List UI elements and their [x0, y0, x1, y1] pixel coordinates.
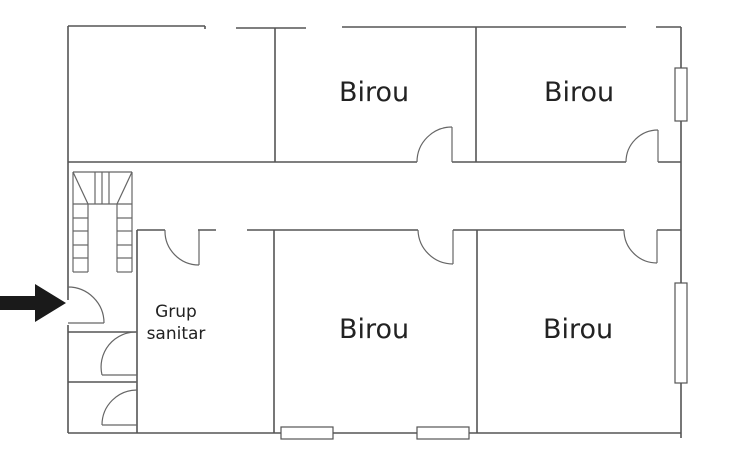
door-office-bottom-middle [417, 229, 454, 265]
door-sanitary [164, 229, 200, 266]
room-label-office-bottom-middle: Birou [339, 314, 410, 345]
staircase [72, 171, 133, 273]
room-label-office-top-middle: Birou [339, 77, 410, 108]
window-bottom-right [674, 282, 688, 384]
entrance-arrow-icon [0, 284, 66, 322]
window-top-right [674, 67, 688, 122]
wc-cubicles [68, 331, 138, 426]
room-label-sanitary: Grup sanitar [140, 301, 212, 345]
sanitary-label-line1: Grup [155, 302, 197, 322]
corridor-walls [68, 161, 681, 231]
sanitary-label-line2: sanitar [146, 324, 206, 344]
window-bottom-middle-left [280, 426, 334, 440]
room-label-office-bottom-right: Birou [543, 314, 614, 345]
door-office-top-middle [416, 126, 453, 163]
door-office-bottom-right [623, 229, 658, 264]
door-entrance [67, 286, 105, 324]
door-office-top-right [625, 129, 659, 163]
window-bottom-middle-right [416, 426, 470, 440]
windows [280, 67, 688, 440]
room-label-office-top-right: Birou [544, 77, 615, 108]
